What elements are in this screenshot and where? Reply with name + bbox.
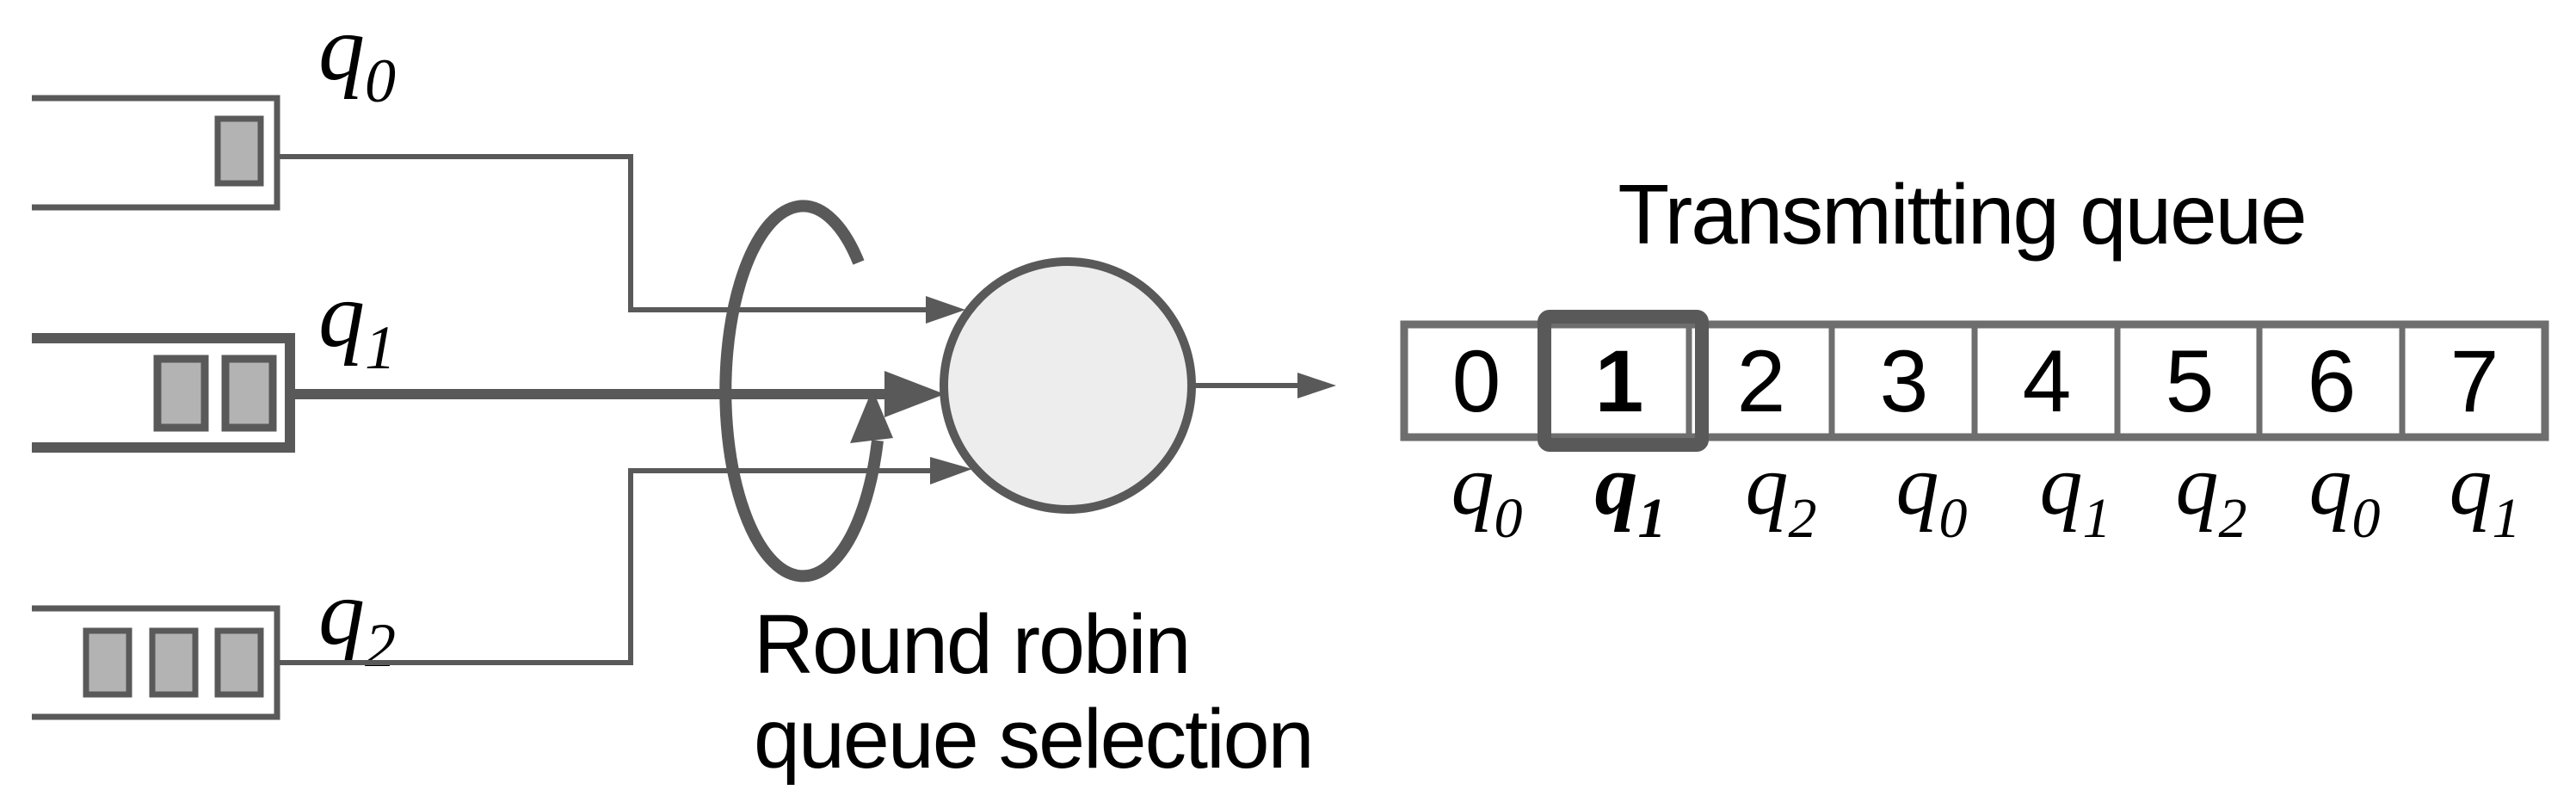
highlighted-slot-frame xyxy=(1538,310,1709,452)
slot-number: 6 xyxy=(2308,332,2355,430)
slot-number: 2 xyxy=(1737,332,1784,430)
slot-source-label: q2 xyxy=(1746,437,1817,550)
packet xyxy=(149,627,199,698)
packet xyxy=(83,627,132,698)
packet xyxy=(153,355,209,432)
queue-label: q1 xyxy=(318,264,396,382)
input-queue-1: q1 xyxy=(32,264,945,453)
rotation-arrowhead xyxy=(850,389,893,443)
slot-source-label: q0 xyxy=(1896,437,1968,550)
input-queue-0: q0 xyxy=(32,0,965,324)
transmitting-queue: Transmitting queue 0 1 2 3 4 5 6 7 q0 q1… xyxy=(1400,167,2549,550)
scheduler-node xyxy=(940,257,1196,514)
queue-box xyxy=(32,95,280,211)
slot-source-labels: q0 q1 q2 q0 q1 q2 q0 q1 xyxy=(1451,437,2521,550)
slot-dividers xyxy=(1544,324,2406,437)
slot-number: 5 xyxy=(2166,332,2213,430)
slot-number-highlighted: 1 xyxy=(1595,332,1642,430)
slot-source-label: q2 xyxy=(2176,437,2247,550)
arrowhead xyxy=(884,371,945,417)
arrowhead xyxy=(930,457,972,484)
slot-source-label: q0 xyxy=(2309,437,2381,550)
flow-line xyxy=(277,468,930,665)
caption-line-1: Round robin xyxy=(754,597,1189,691)
packet xyxy=(221,355,277,432)
caption-line-2: queue selection xyxy=(754,692,1313,786)
transmitting-queue-title: Transmitting queue xyxy=(1618,167,2305,262)
packet xyxy=(214,115,264,187)
arrowhead xyxy=(1297,373,1336,398)
input-queue-2: q2 xyxy=(32,457,972,720)
queue-label: q2 xyxy=(318,562,396,680)
output-arrow xyxy=(1192,373,1336,398)
slot-number: 0 xyxy=(1452,332,1500,430)
slot-source-label: q1 xyxy=(2450,437,2521,550)
round-robin-rotation xyxy=(719,200,893,583)
packet xyxy=(214,627,264,698)
arrowhead xyxy=(926,296,965,324)
slot-numbers: 0 1 2 3 4 5 6 7 xyxy=(1452,332,2499,430)
slot-number: 7 xyxy=(2450,332,2498,430)
rotation-arc-icon xyxy=(719,200,884,583)
slot-source-label: q0 xyxy=(1451,437,1523,550)
flow-line xyxy=(277,154,927,312)
scheduler-caption: Round robin queue selection xyxy=(754,597,1315,786)
slot-number: 4 xyxy=(2023,332,2070,430)
queue-label: q0 xyxy=(318,0,396,115)
slot-source-label-highlighted: q1 xyxy=(1595,437,1667,550)
slot-number: 3 xyxy=(1880,332,1927,430)
slot-source-label: q1 xyxy=(2040,437,2111,550)
